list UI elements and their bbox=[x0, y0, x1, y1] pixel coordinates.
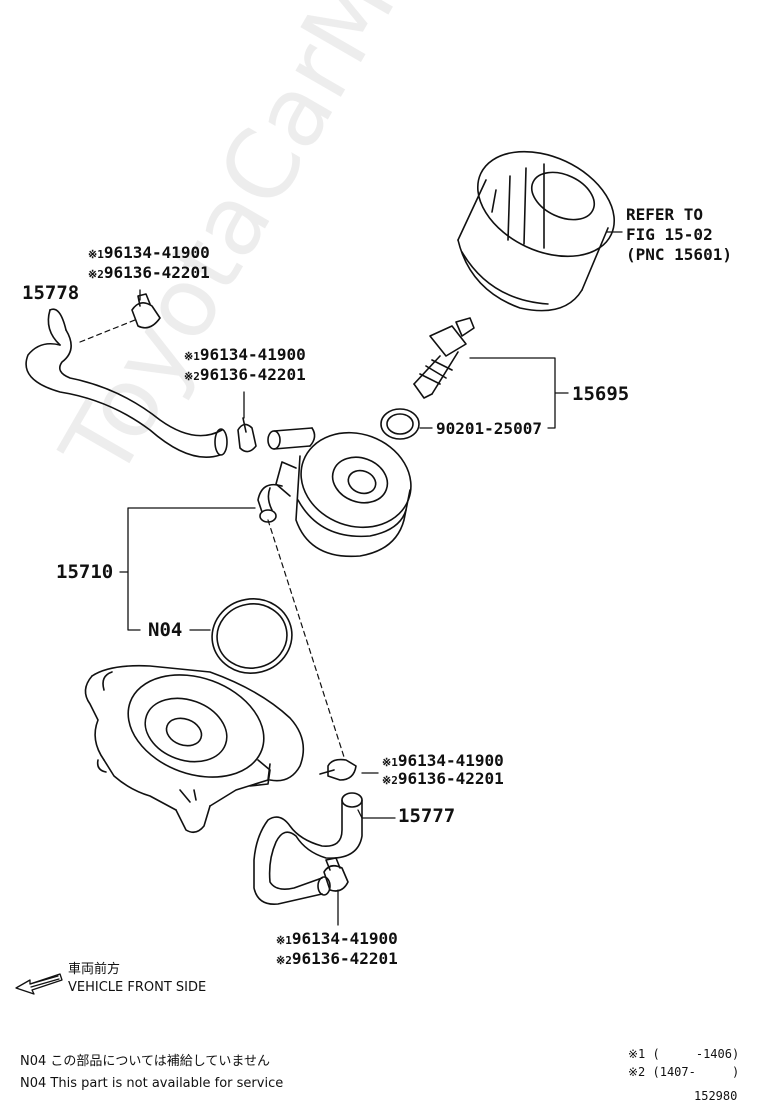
dashed-lines bbox=[79, 319, 346, 761]
clamp-label-b1: ※196134-41900 bbox=[184, 346, 306, 366]
clamp-label-c2: ※296136-42201 bbox=[382, 770, 504, 790]
refer-text-line2: FIG 15-02 bbox=[626, 225, 713, 244]
footnote-en: N04 This part is not available for servi… bbox=[20, 1076, 284, 1091]
part-number-96136: 96136-42201 bbox=[291, 949, 398, 968]
mark-1: ※1 bbox=[184, 350, 200, 363]
o-ring-n04 bbox=[211, 598, 293, 674]
part-label-15777: 15777 bbox=[398, 805, 456, 827]
front-arrow-icon bbox=[15, 973, 63, 995]
clamp-bottom bbox=[323, 857, 349, 892]
clamp-label-b2: ※296136-42201 bbox=[184, 366, 306, 386]
mark-2: ※2 bbox=[88, 268, 104, 281]
mark-1: ※1 bbox=[88, 248, 104, 261]
mark-1: ※1 bbox=[276, 934, 292, 947]
clamp-label-a2: ※296136-42201 bbox=[88, 264, 210, 284]
hose-15778 bbox=[25, 308, 228, 458]
figure-number: 152980 bbox=[694, 1089, 738, 1103]
leader-lines bbox=[119, 231, 623, 926]
part-label-n04: N04 bbox=[148, 619, 183, 641]
clamp-label-c1: ※196134-41900 bbox=[382, 752, 504, 772]
part-label-15695: 15695 bbox=[572, 383, 630, 405]
direction-jp: 車両前方 bbox=[68, 962, 121, 977]
refer-text-line1: REFER TO bbox=[626, 205, 704, 224]
direction-en: VEHICLE FRONT SIDE bbox=[68, 980, 207, 995]
engine-housing bbox=[84, 664, 305, 834]
part-label-15778: 15778 bbox=[22, 282, 80, 304]
clamp-upper-left bbox=[131, 293, 161, 329]
oil-cooler bbox=[257, 431, 412, 558]
clamp-label-d1: ※196134-41900 bbox=[276, 930, 398, 950]
refer-text-line3: (PNC 15601) bbox=[626, 245, 732, 264]
footnote-jp: N04 この部品については補給していません bbox=[20, 1054, 270, 1069]
clamp-label-d2: ※296136-42201 bbox=[276, 950, 398, 970]
part-number-96136: 96136-42201 bbox=[103, 263, 210, 282]
mark-2: ※2 bbox=[276, 954, 292, 967]
hose-15777 bbox=[253, 792, 363, 905]
short-pipe bbox=[267, 427, 316, 450]
clamp-label-a1: ※196134-41900 bbox=[88, 244, 210, 264]
clamp-middle bbox=[237, 417, 257, 453]
part-number-96134: 96134-41900 bbox=[103, 243, 210, 262]
part-number-96134: 96134-41900 bbox=[291, 929, 398, 948]
part-number-96136: 96136-42201 bbox=[199, 365, 306, 384]
part-number-96134: 96134-41900 bbox=[397, 751, 504, 770]
mark-1: ※1 bbox=[382, 756, 398, 769]
mark-2: ※2 bbox=[382, 774, 398, 787]
part-number-96136: 96136-42201 bbox=[397, 769, 504, 788]
part-number-96134: 96134-41900 bbox=[199, 345, 306, 364]
mark-2: ※2 bbox=[184, 370, 200, 383]
union-bolt bbox=[413, 317, 475, 399]
part-label-90201: 90201-25007 bbox=[436, 419, 542, 438]
part-label-15710: 15710 bbox=[56, 561, 114, 583]
gasket-ring bbox=[380, 408, 420, 440]
legend-line1: ※1 ( -1406) bbox=[628, 1047, 740, 1061]
clamp-lower-right bbox=[319, 758, 357, 781]
oil-filter bbox=[457, 150, 616, 312]
legend-line2: ※2 (1407- ) bbox=[628, 1065, 740, 1079]
